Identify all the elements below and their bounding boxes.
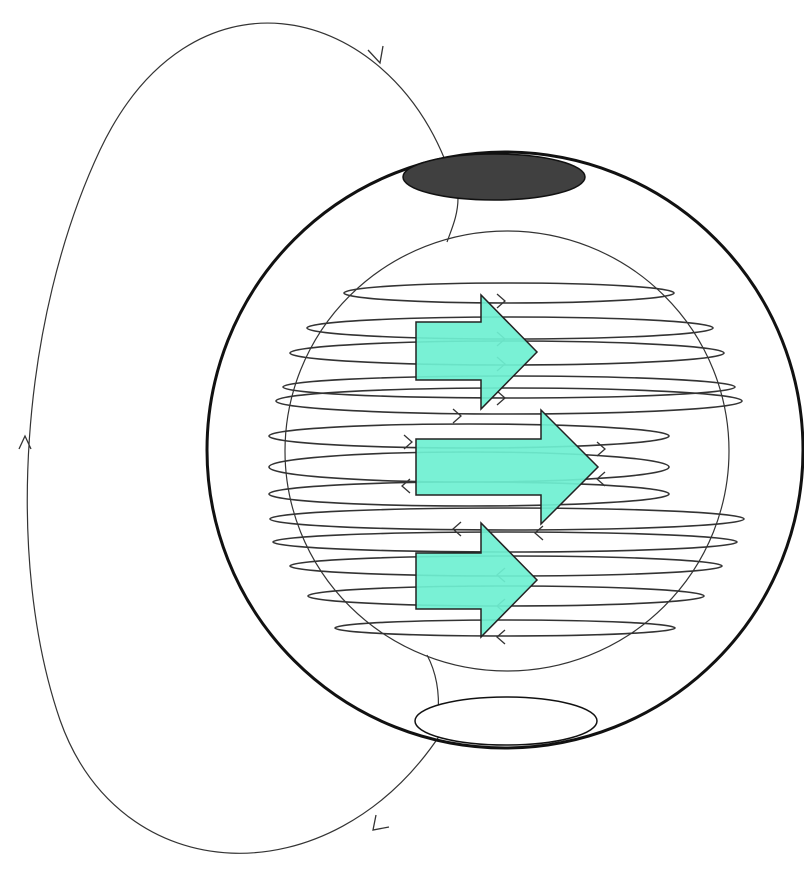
north-stub-line [447,198,458,242]
chevron-right-icon [497,294,505,308]
return-field-line-upper [27,23,445,853]
return-field-line-bottom-arrow-icon [373,815,389,830]
return-field-line [19,23,445,853]
return-field-line-top-arrow-icon [368,46,383,63]
current-loop [335,620,675,636]
current-loop [276,388,742,414]
top-right-arrow-icon [416,295,537,409]
current-loop [344,283,674,303]
chevron-left-icon [497,630,505,644]
middle-right-arrow-icon [416,410,598,524]
current-loop [270,508,744,530]
north-pole-cap [403,154,585,200]
field-arrows [416,295,598,637]
south-pole-cap [415,697,597,745]
chevron-right-icon [453,409,461,423]
chevron-left-icon [535,526,543,540]
